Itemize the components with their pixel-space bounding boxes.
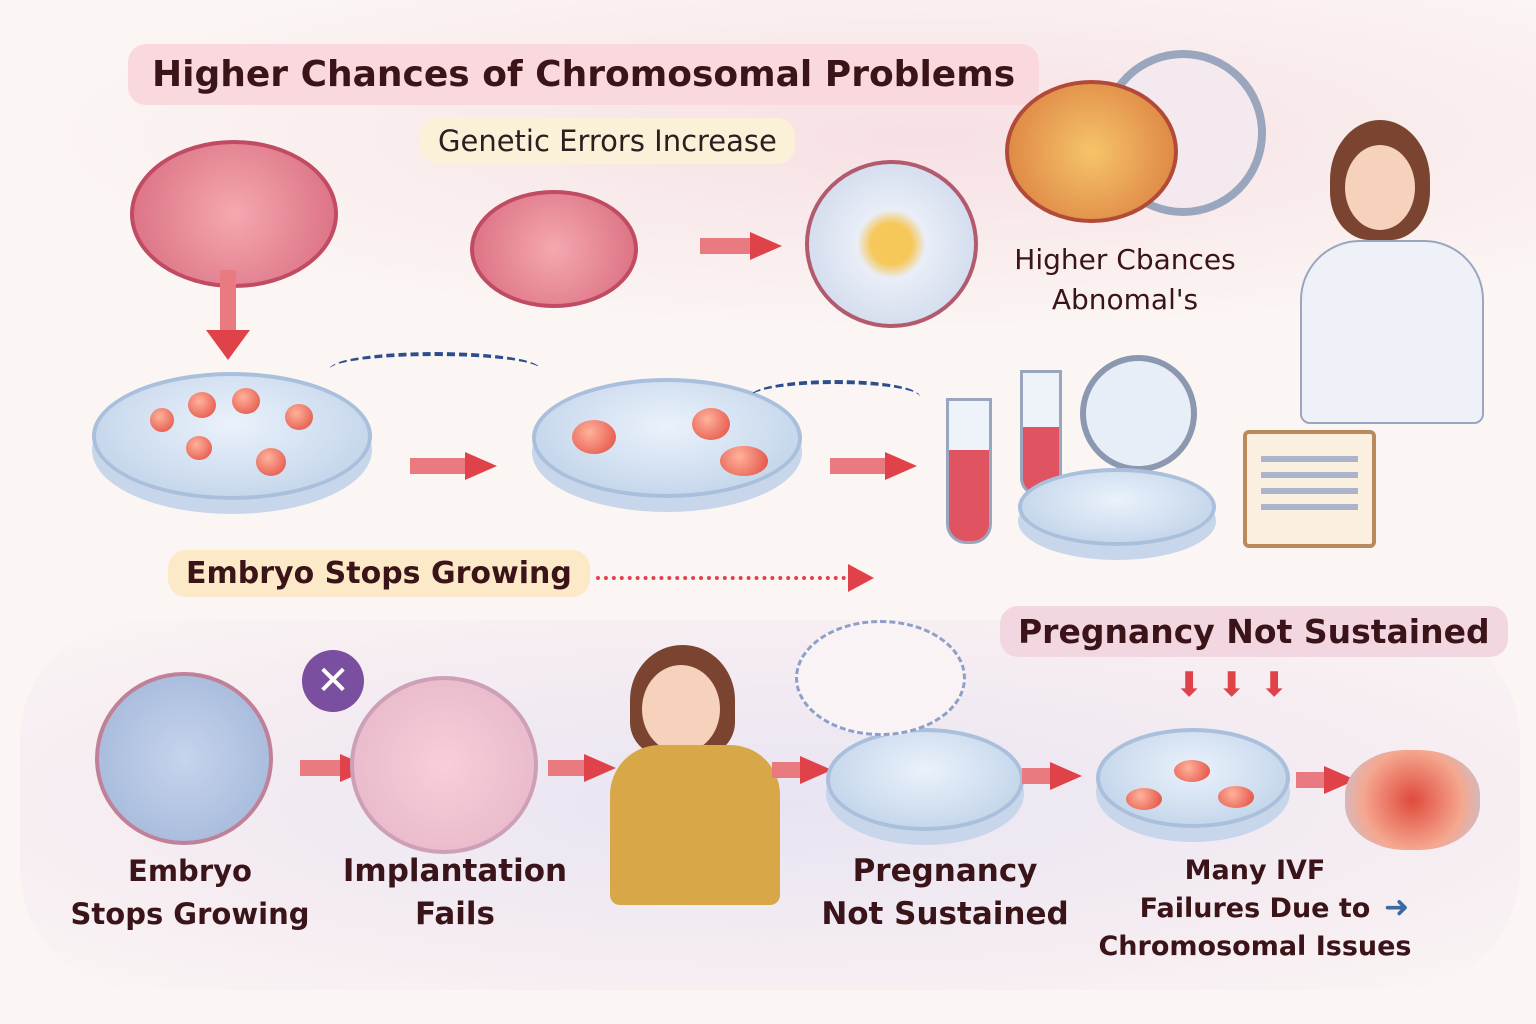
arrow-shaft (1296, 772, 1326, 788)
arrow-right-head (750, 232, 782, 260)
dotted-arrow-head (848, 564, 874, 592)
arrow-shaft (548, 760, 584, 776)
right-banner: Pregnancy Not Sustained (1000, 606, 1508, 657)
petri-dish-3 (1018, 468, 1216, 546)
step-ivf-failures: Many IVF Failures Due to Chromosomal Issue… (1095, 852, 1415, 966)
embryo-cell (186, 436, 212, 460)
step-line: Many IVF (1184, 855, 1326, 886)
embryo-cell (285, 404, 313, 430)
arrow-right-icon: ➜ (1384, 890, 1410, 925)
arrow-right-head (885, 452, 917, 480)
dashed-arrow (750, 380, 920, 414)
arrow-shaft (772, 762, 802, 778)
step-line: Failures Due to (1139, 893, 1371, 924)
doctor-illustration (1290, 120, 1490, 424)
dashed-arrow (330, 352, 540, 386)
embryo-cell (1126, 788, 1162, 810)
test-tube-icon (1020, 370, 1062, 496)
arrow-shaft (300, 760, 340, 776)
embryo-cell (720, 446, 768, 476)
embryo-cell (1174, 760, 1210, 782)
arrow-right-head (465, 452, 497, 480)
callout-text: Higher Cbances Abnomal's (990, 240, 1260, 320)
ovary-illustration (130, 140, 338, 288)
magnifier-icon (1080, 355, 1197, 472)
embryo-cell (1218, 786, 1254, 808)
clipboard-icon (1243, 430, 1376, 548)
step-line: Not Sustained (821, 896, 1069, 932)
arrow-right (700, 238, 750, 254)
embryo-circle (95, 672, 273, 845)
step-line: Implantation (342, 853, 568, 889)
step-line: Stops Growing (70, 897, 310, 931)
page-title: Higher Chances of Chromosomal Problems (128, 44, 1040, 105)
embryo-cell (692, 408, 730, 440)
subtitle: Genetic Errors Increase (420, 118, 795, 164)
step-line: Embryo (128, 854, 252, 888)
embryo-cell (256, 448, 286, 476)
broken-embryo (1345, 750, 1480, 850)
ovary-illustration-small (470, 190, 638, 308)
arrow-right (830, 458, 885, 474)
chromosome-circle (805, 160, 978, 328)
embryo-cell (232, 388, 260, 414)
arrow-down (220, 270, 236, 330)
step-line: Fails (415, 896, 495, 932)
woman-illustration (610, 645, 780, 925)
embryo-cell (188, 392, 216, 418)
dotted-arrow (596, 576, 846, 580)
step-line: Pregnancy (852, 853, 1038, 889)
step-line: Chromosomal Issues (1098, 931, 1412, 962)
test-tube-icon (946, 398, 992, 544)
petri-dish-1 (92, 372, 372, 500)
embryo-cell (150, 408, 174, 432)
arrow-right-head (584, 754, 616, 782)
arrow-right-head (1050, 762, 1082, 790)
arrow-shaft (1022, 768, 1052, 784)
arrow-right (410, 458, 465, 474)
arrow-down-head (206, 330, 250, 360)
fail-x-icon: ✕ (302, 650, 364, 712)
petri-dish-4 (826, 728, 1024, 831)
callout-line1: Higher Cbances (1014, 243, 1236, 276)
dna-closeup (1005, 80, 1178, 223)
implantation-circle (350, 676, 538, 854)
embryo-cell (572, 420, 616, 454)
thought-bubble (795, 620, 966, 736)
callout-line2: Abnomal's (1051, 283, 1199, 316)
mid-label: Embryo Stops Growing (168, 550, 590, 597)
down-arrows-icon: ⬇⬇⬇ (1175, 665, 1303, 705)
